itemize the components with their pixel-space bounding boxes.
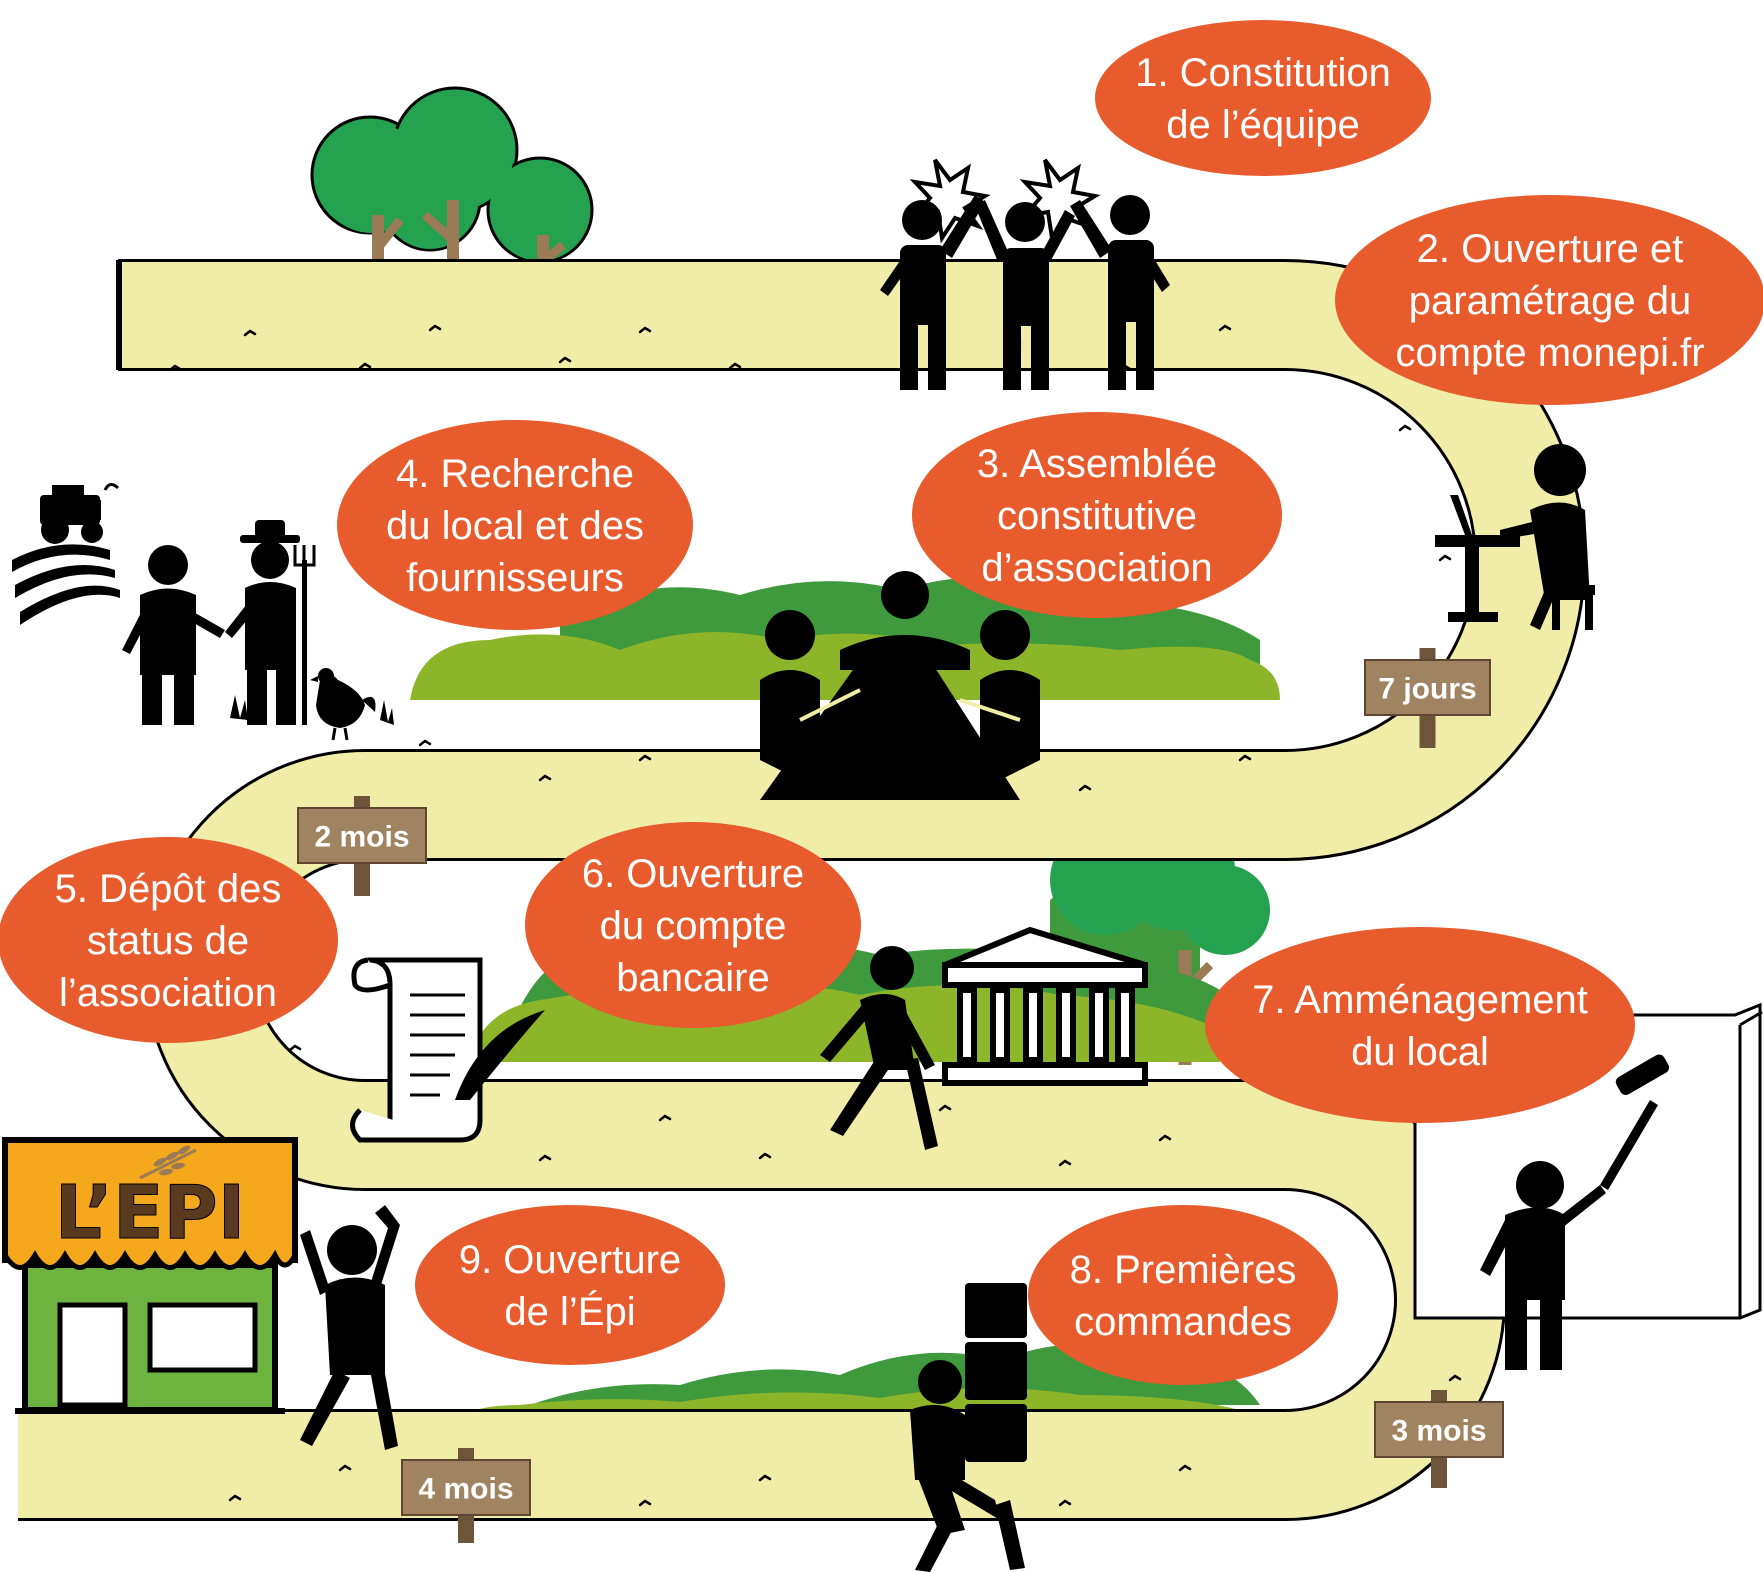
step-bubble-shape [912, 412, 1282, 618]
shop-icon: L’EPI [2, 1137, 298, 1414]
step-bubble-shape [1028, 1205, 1338, 1385]
step-6-label-line: du compte [600, 904, 787, 948]
sign-board [401, 1459, 531, 1516]
step-5-label-line: l’association [59, 971, 277, 1015]
laptop-user-icon [1435, 444, 1595, 630]
step-7-label-line: du local [1351, 1030, 1489, 1074]
rooster-icon [230, 668, 394, 741]
duration-sign-3: 3 mois [1374, 1390, 1504, 1488]
duration-label: 4 mois [418, 1473, 513, 1506]
step-bubble-4: 4. Recherche du local et des fournisseurs [337, 420, 693, 630]
step-3-label-line: constitutive [997, 494, 1197, 538]
step-bubble-2: 2. Ouverture et paramétrage du compte mone… [1335, 195, 1763, 405]
step-bubble-shape [1095, 20, 1431, 176]
step-bubble-7: 7. Amménagement du local [1205, 927, 1635, 1123]
duration-sign-2: 2 mois [297, 796, 427, 896]
step-bubble-shape [0, 837, 338, 1043]
step-bubble-8: 8. Premières commandes [1028, 1205, 1338, 1385]
step-1-label-line: 1. Constitution [1135, 51, 1391, 95]
carrying-boxes-icon [910, 1283, 1027, 1572]
tree-group-top [310, 86, 594, 312]
step-bubble-shape [337, 420, 693, 630]
step-9-label-line: 9. Ouverture [459, 1238, 681, 1282]
sign-board [1364, 659, 1491, 716]
meeting-table-icon [760, 571, 1040, 800]
step-2-label-line: 2. Ouverture et [1417, 227, 1684, 271]
step-6-label-line: 6. Ouverture [582, 852, 804, 896]
step-8-label-line: 8. Premières [1070, 1248, 1297, 1292]
step-5-label-line: status de [87, 919, 249, 963]
step-bubble-shape [1205, 927, 1635, 1123]
step-3-label-line: d’association [981, 546, 1212, 590]
step-bubble-9: 9. Ouverture de l’Épi [415, 1205, 725, 1365]
walking-person-icon [820, 946, 938, 1150]
team-high-five-icon [880, 158, 1170, 390]
sign-board [297, 807, 427, 864]
duration-sign-4: 4 mois [401, 1448, 531, 1543]
farmer-handshake-icon [122, 520, 316, 725]
step-bubble-5: 5. Dépôt des status de l’association [0, 837, 338, 1043]
step-bubble-shape [525, 822, 861, 1028]
step-4-label-line: 4. Recherche [396, 452, 634, 496]
step-8-label-line: commandes [1074, 1300, 1292, 1344]
wheat-icon [139, 1145, 197, 1180]
duration-label: 7 jours [1378, 673, 1476, 706]
step-bubble-shape [415, 1205, 725, 1365]
step-2-label-line: compte monepi.fr [1395, 331, 1704, 375]
step-2-label-line: paramétrage du [1409, 279, 1691, 323]
duration-label: 2 mois [314, 821, 409, 854]
tractor-icon [12, 483, 120, 625]
bank-icon [942, 926, 1148, 1086]
shop-sign: L’EPI [55, 1170, 246, 1256]
step-7-label-line: 7. Amménagement [1252, 978, 1588, 1022]
duration-label: 3 mois [1391, 1415, 1486, 1448]
step-4-label-line: du local et des [386, 504, 644, 548]
step-4-label-line: fournisseurs [406, 556, 624, 600]
step-6-label-line: bancaire [616, 956, 769, 1000]
step-9-label-line: de l’Épi [504, 1289, 635, 1334]
step-1-label-line: de l’équipe [1166, 103, 1360, 147]
step-bubble-3: 3. Assemblée constitutive d’association [912, 412, 1282, 618]
cheering-person-icon [300, 1205, 400, 1450]
scroll-quill-icon [350, 957, 545, 1143]
step-bubble-6: 6. Ouverture du compte bancaire [525, 822, 861, 1028]
step-5-label-line: 5. Dépôt des [55, 867, 282, 911]
step-3-label-line: 3. Assemblée [977, 442, 1217, 486]
sign-board [1374, 1401, 1504, 1458]
step-bubbles: 1. Constitution de l’équipe 2. Ouverture e… [0, 20, 1763, 1385]
step-bubble-shape [1335, 195, 1763, 405]
duration-signs: 7 jours 2 mois 3 mois 4 mois [297, 648, 1504, 1543]
duration-sign-1: 7 jours [1364, 648, 1491, 748]
step-bubble-1: 1. Constitution de l’équipe [1095, 20, 1431, 176]
